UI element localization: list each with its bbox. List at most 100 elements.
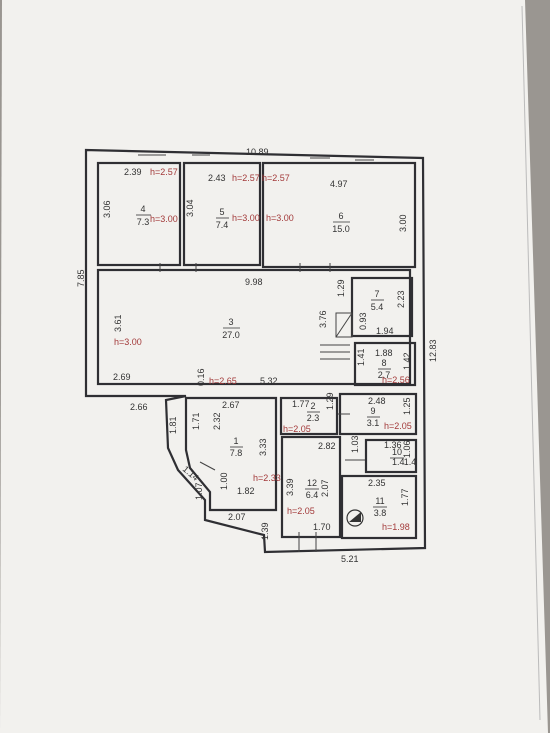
stairs-icon [320,312,353,360]
dim-label: 2.69 [113,372,131,382]
svg-text:3.8: 3.8 [374,508,387,518]
svg-text:2.7: 2.7 [378,370,391,380]
room-10-walls [364,438,418,474]
dim-label: 1.00 [219,472,229,490]
dim-label: 1.29 [325,392,335,410]
room-label-1: 1 7.8 [230,436,243,458]
svg-text:1: 1 [233,436,238,446]
height-label: h=2.57 [262,173,290,183]
height-label: h=3.00 [150,214,178,224]
dim-label: 4.97 [330,179,348,189]
height-label: h=2.57 [232,173,260,183]
dim-label: 9.98 [245,277,263,287]
dim-label: 1.77 [292,399,310,409]
room-11-walls [340,474,418,540]
svg-text:1.4: 1.4 [404,457,417,467]
dim-label: 7.85 [76,269,86,287]
height-label: h=2.05 [287,506,315,516]
dim-label: 2.82 [318,441,336,451]
dim-label: 1.81 [168,416,178,434]
margin-line [521,5,541,721]
height-label: h=2.65 [209,376,237,386]
dim-label: 2.39 [124,167,142,177]
dim-label: 2.66 [130,402,148,412]
dim-label: 0.16 [196,368,206,386]
room-label-11: 11 3.8 [373,496,387,518]
height-label: h=3.00 [232,213,260,223]
room-label-3: 3 27.0 [222,317,240,340]
svg-text:2: 2 [310,401,315,411]
room-4-walls [96,161,182,267]
dim-label: 1.39 [260,522,270,540]
dim-label: 1.42 [402,352,412,370]
dim-label: 1.06 [402,440,412,458]
dim-label: 0.93 [358,312,368,330]
svg-text:3.1: 3.1 [367,418,380,428]
dim-label: 2.67 [222,400,240,410]
dim-label: 3.39 [285,478,295,496]
dim-label: 3.76 [318,310,328,328]
room-label-10: 10 1.4 [390,447,416,467]
dim-label: 2.23 [396,290,406,308]
svg-text:7.3: 7.3 [137,217,150,227]
dim-label: 1.71 [191,412,201,430]
svg-text:10: 10 [392,447,402,457]
dim-label: 1.41 [356,348,366,366]
svg-text:7.8: 7.8 [230,448,243,458]
room-label-9: 9 3.1 [367,406,380,428]
dim-label: 1.36 [384,440,402,450]
svg-text:27.0: 27.0 [222,330,240,340]
room-3-walls [96,268,412,386]
height-label: h=3.00 [266,213,294,223]
room-7-walls [350,276,414,338]
height-label: h=2.05 [283,424,311,434]
dim-label: 1.82 [237,486,255,496]
room-label-2: 2 2.3 [307,401,320,423]
boiler-icon [346,509,364,527]
svg-text:15.0: 15.0 [332,224,350,234]
dim-label: 2.48 [368,396,386,406]
svg-text:5.4: 5.4 [371,302,384,312]
dim-label: 3.33 [258,438,268,456]
svg-text:7.4: 7.4 [216,220,229,230]
room-5-walls [182,161,262,267]
dim-label: 5.32 [260,376,278,386]
room-label-12: 12 6.4 [305,478,319,500]
room-label-4: 4 7.3 [136,204,151,227]
height-label: h=3.00 [114,337,142,347]
room-label-6: 6 15.0 [332,211,350,234]
dim-label: 1.94 [376,326,394,336]
dim-label: 3.00 [398,214,408,232]
room-label-7: 7 5.4 [371,289,384,312]
svg-text:12: 12 [307,478,317,488]
dim-label: 2.07 [320,479,330,497]
dim-label: 10.89 [246,147,269,157]
dim-label: 1.07 [194,482,204,500]
svg-text:4: 4 [140,204,145,214]
svg-text:7: 7 [374,289,379,299]
svg-text:5: 5 [219,207,224,217]
height-label: h=2.57 [150,167,178,177]
dim-label: 2.07 [228,512,246,522]
height-label: h=2.56 [382,375,410,385]
dim-label: 1.70 [313,522,331,532]
room-label-8: 8 2.7 [378,358,391,380]
outer-wall [84,148,427,554]
dim-label: 2.32 [212,412,222,430]
dim-label: 1.25 [402,397,412,415]
dim-label: 1.4 [392,457,405,467]
dim-label: 2.43 [208,173,226,183]
room-8-walls [353,341,417,387]
dim-label: 1.03 [350,435,360,453]
svg-text:6.4: 6.4 [306,490,319,500]
dim-label: 1.88 [375,348,393,358]
svg-text:9: 9 [370,406,375,416]
door-ticks [138,154,374,552]
room-label-5: 5 7.4 [216,207,229,230]
dim-label: 5.21 [341,554,359,564]
dim-label: 3.61 [113,314,123,332]
room-2-walls [279,396,339,436]
svg-text:6: 6 [338,211,343,221]
svg-text:3: 3 [228,317,233,327]
